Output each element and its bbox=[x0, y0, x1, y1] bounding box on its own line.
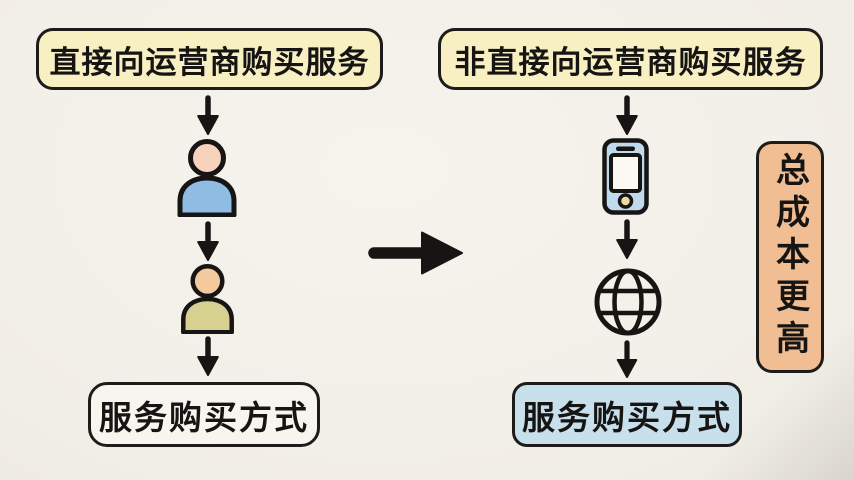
left-bottom-box: 服务购买方式 bbox=[88, 382, 320, 447]
person-icon bbox=[177, 264, 238, 335]
right-top-box-label: 非直接向运营商购买服务 bbox=[454, 44, 807, 80]
arrow-down-icon bbox=[195, 336, 221, 376]
right-top-box: 非直接向运营商购买服务 bbox=[438, 28, 823, 90]
arrow-down-icon bbox=[614, 219, 640, 259]
smartphone-icon bbox=[602, 138, 649, 215]
left-bottom-box-label: 服务购买方式 bbox=[99, 398, 309, 436]
arrow-down-icon bbox=[614, 340, 640, 378]
arrow-down-icon bbox=[614, 95, 640, 135]
right-bottom-box-label: 服务购买方式 bbox=[522, 398, 732, 436]
globe-icon bbox=[593, 267, 663, 337]
arrow-down-icon bbox=[195, 221, 221, 261]
arrow-right-icon bbox=[366, 226, 466, 280]
arrow-down-icon bbox=[195, 95, 221, 135]
left-top-box: 直接向运营商购买服务 bbox=[36, 28, 383, 90]
person-icon bbox=[173, 139, 241, 218]
total-cost-annotation: 总成本更高 bbox=[756, 141, 824, 373]
right-bottom-box: 服务购买方式 bbox=[512, 382, 742, 447]
left-top-box-label: 直接向运营商购买服务 bbox=[49, 44, 370, 80]
total-cost-annotation-label: 总成本更高 bbox=[770, 152, 809, 362]
